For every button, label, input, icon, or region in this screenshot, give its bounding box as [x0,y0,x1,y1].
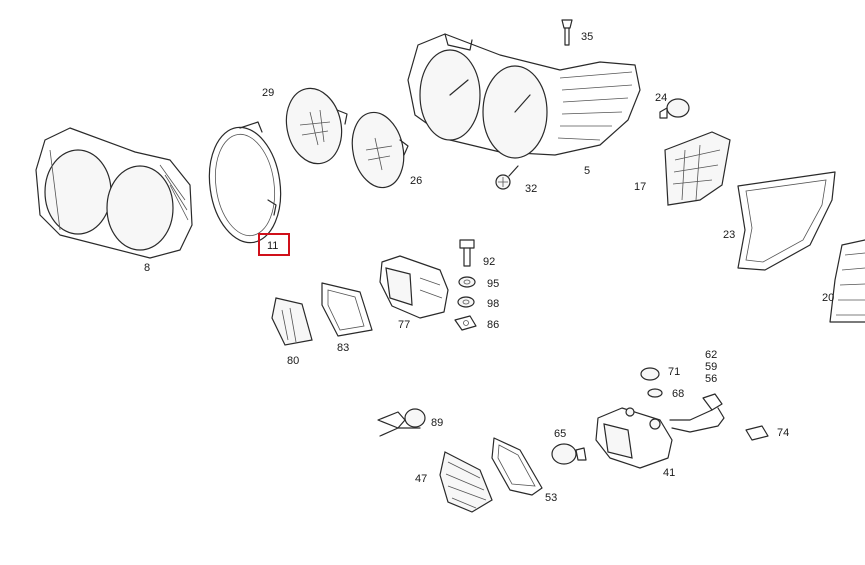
callout-17[interactable]: 17 [634,181,646,193]
callout-20[interactable]: 20 [822,292,834,304]
callout-62[interactable]: 62 [705,349,717,361]
callout-41[interactable]: 41 [663,467,675,479]
part-80-fog-lamp-lens[interactable] [271,297,313,346]
part-41-side-marker-housing[interactable] [595,407,673,469]
callout-89[interactable]: 89 [431,417,443,429]
callout-59[interactable]: 59 [705,361,717,373]
callout-80[interactable]: 80 [287,355,299,367]
part-20-grille[interactable] [829,239,865,323]
callout-47[interactable]: 47 [415,473,427,485]
callout-68[interactable]: 68 [672,388,684,400]
part-35-screw[interactable] [561,19,573,46]
callout-8[interactable]: 8 [144,262,150,274]
callout-71[interactable]: 71 [668,366,680,378]
part-17-turn-signal-lens[interactable] [664,131,731,206]
part-74-clip[interactable] [745,425,769,441]
callout-32[interactable]: 32 [525,183,537,195]
part-98-washer[interactable] [457,296,475,308]
part-32-screw[interactable] [495,165,519,190]
part-92-bolt[interactable] [459,239,475,267]
callout-65[interactable]: 65 [554,428,566,440]
part-89-bulb-holder[interactable] [377,408,426,437]
callout-98[interactable]: 98 [487,298,499,310]
callout-26[interactable]: 26 [410,175,422,187]
part-53-gasket[interactable] [491,437,543,496]
part-86-clip[interactable] [454,315,477,331]
part-26-lamp[interactable] [346,108,411,193]
part-62-59-56-connector[interactable] [669,393,725,433]
part-8-headlamp-housing[interactable] [35,127,193,259]
callout-24[interactable]: 24 [655,92,667,104]
callout-53[interactable]: 53 [545,492,557,504]
part-23-gasket[interactable] [737,171,836,271]
callout-5[interactable]: 5 [584,165,590,177]
callout-95[interactable]: 95 [487,278,499,290]
part-95-nut[interactable] [458,276,476,288]
selected-part-highlight [258,233,290,256]
callout-35[interactable]: 35 [581,31,593,43]
callout-77[interactable]: 77 [398,319,410,331]
part-65-bulb[interactable] [551,443,587,465]
part-24-bulb[interactable] [659,98,690,119]
callout-29[interactable]: 29 [262,87,274,99]
part-77-fog-lamp[interactable] [379,255,449,319]
part-11-mounting-ring[interactable] [202,121,287,247]
callout-56[interactable]: 56 [705,373,717,385]
part-5-headlamp-assembly[interactable] [407,33,641,159]
part-47-lens[interactable] [439,451,493,513]
callout-92[interactable]: 92 [483,256,495,268]
callout-83[interactable]: 83 [337,342,349,354]
part-68-washer[interactable] [647,388,663,398]
callout-23[interactable]: 23 [723,229,735,241]
part-83-gasket[interactable] [321,282,373,337]
callout-74[interactable]: 74 [777,427,789,439]
callout-11[interactable]: 11 [267,240,278,252]
part-71-nut[interactable] [640,367,660,381]
callout-86[interactable]: 86 [487,319,499,331]
part-29-lamp[interactable] [280,83,349,169]
